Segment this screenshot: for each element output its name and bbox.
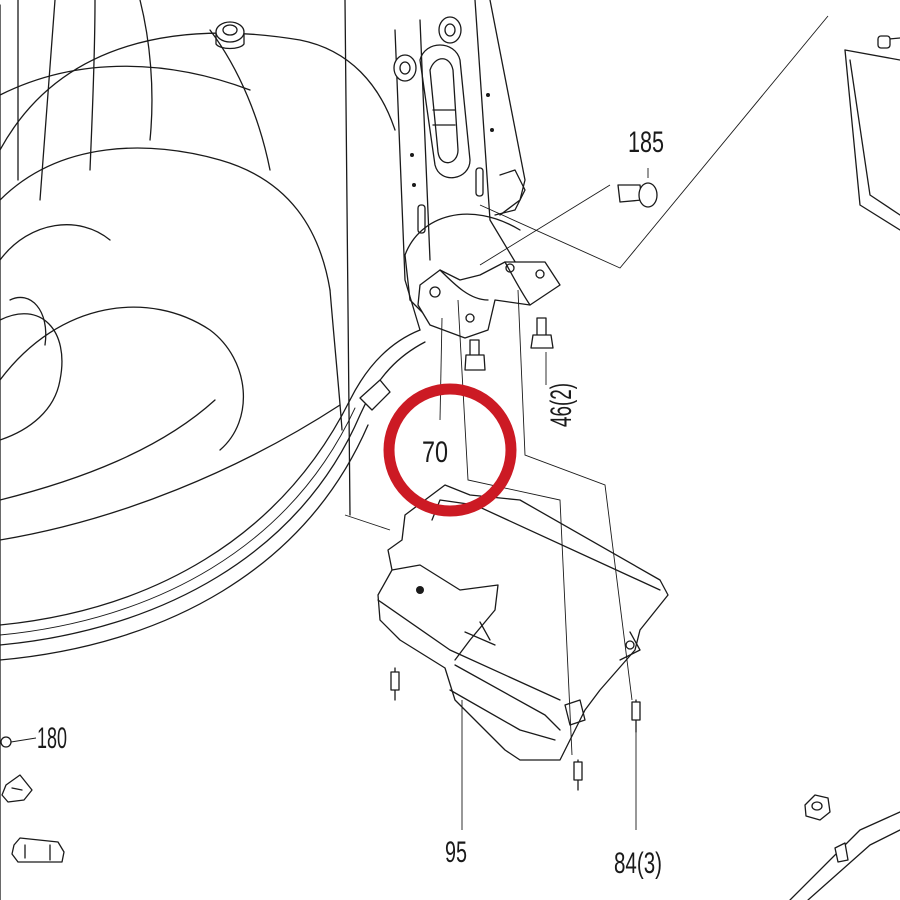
grommet-top <box>215 21 245 50</box>
rail-bottom-right <box>789 811 900 900</box>
screw-middle <box>573 759 583 791</box>
screw-right <box>631 699 641 733</box>
splash-guard <box>377 484 669 761</box>
bracket-frame <box>393 0 526 331</box>
callout-70: 70 <box>422 436 448 469</box>
callout-46: 46(2) <box>545 383 578 427</box>
right-panel <box>844 35 900 231</box>
clip-nut-b <box>11 837 65 863</box>
highlight-ring <box>383 383 517 517</box>
callout-95: 95 <box>445 836 467 869</box>
bolt-46-b <box>464 339 486 371</box>
callout-185: 185 <box>628 126 664 159</box>
callout-84: 84(3) <box>614 847 662 880</box>
screw-left <box>390 667 400 701</box>
bolt-185 <box>617 182 658 208</box>
bolt-46-a <box>530 317 554 349</box>
screw-180 <box>0 736 37 748</box>
nut-bottom-right <box>804 794 831 821</box>
clip-nut-a <box>1 774 33 803</box>
tub-shell <box>0 0 426 900</box>
callout-180: 180 <box>37 722 67 755</box>
clamp-bracket <box>417 261 561 339</box>
